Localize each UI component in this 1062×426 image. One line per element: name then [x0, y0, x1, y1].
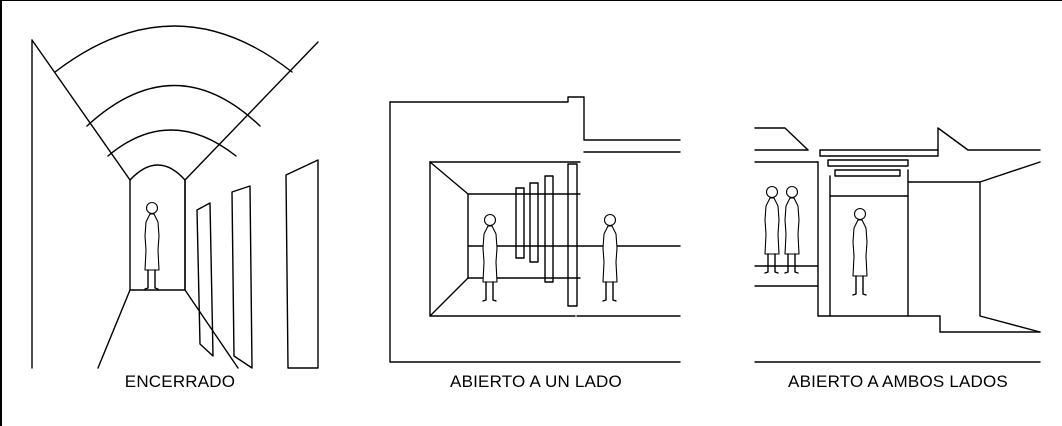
person-figure — [482, 213, 498, 302]
person-figure — [784, 185, 800, 274]
person-figure — [144, 201, 160, 290]
caption-abierto-ambos-lados: ABIERTO A AMBOS LADOS — [788, 372, 1008, 391]
person-figure — [852, 207, 868, 296]
panel-encerrado — [31, 25, 319, 369]
caption-abierto-un-lado: ABIERTO A UN LADO — [450, 372, 622, 391]
panel-abierto-ambos-lados — [754, 127, 1041, 363]
person-figure — [602, 213, 618, 302]
caption-encerrado: ENCERRADO — [124, 372, 236, 391]
panel-abierto-un-lado — [389, 96, 681, 363]
person-figure — [764, 185, 780, 274]
